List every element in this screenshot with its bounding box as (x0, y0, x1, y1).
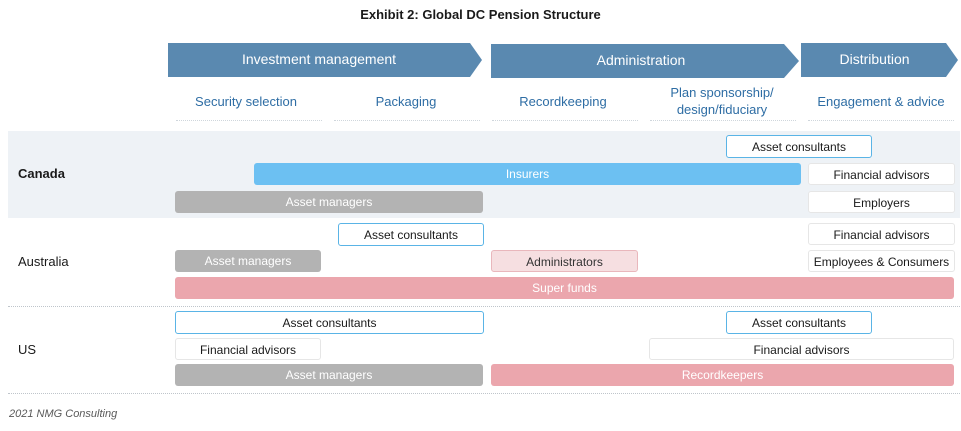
function-underline (650, 120, 796, 121)
function-underline (176, 120, 322, 121)
country-canada: Canada (18, 166, 65, 181)
canada-employers: Employers (808, 191, 955, 213)
us-asset-consultants-right: Asset consultants (726, 311, 872, 334)
investment-management-arrow (168, 43, 482, 77)
stage-arrows (168, 43, 958, 78)
canada-financial-advisors: Financial advisors (808, 163, 955, 185)
function-engagement-advice: Engagement & advice (817, 93, 945, 109)
us-financial-advisors-right: Financial advisors (649, 338, 954, 360)
stage-administration: Administration (596, 52, 686, 68)
canada-insurers: Insurers (254, 163, 801, 185)
distribution-arrow (801, 43, 958, 77)
stage-distribution: Distribution (839, 51, 910, 67)
function-packaging: Packaging (375, 93, 437, 109)
canada-asset-consultants: Asset consultants (726, 135, 872, 158)
country-australia: Australia (18, 254, 69, 269)
canada-asset-managers: Asset managers (175, 191, 483, 213)
row-divider (8, 393, 960, 394)
australia-administrators: Administrators (491, 250, 638, 272)
function-plan-sponsorship: Plan sponsorship/ design/fiduciary (670, 85, 774, 117)
function-recordkeeping: Recordkeeping (519, 93, 607, 109)
us-asset-managers: Asset managers (175, 364, 483, 386)
australia-employees-consumers: Employees & Consumers (808, 250, 955, 272)
footer-source: 2021 NMG Consulting (9, 408, 118, 420)
us-financial-advisors-left: Financial advisors (175, 338, 321, 360)
australia-financial-advisors: Financial advisors (808, 223, 955, 245)
row-divider (8, 306, 960, 307)
function-underline (334, 120, 480, 121)
stage-investment-management: Investment management (241, 51, 397, 67)
australia-asset-consultants: Asset consultants (338, 223, 484, 246)
function-underline (808, 120, 954, 121)
us-recordkeepers: Recordkeepers (491, 364, 954, 386)
australia-asset-managers: Asset managers (175, 250, 321, 272)
country-us: US (18, 342, 37, 357)
exhibit-title: Exhibit 2: Global DC Pension Structure (360, 7, 601, 22)
function-security-selection: Security selection (195, 93, 297, 109)
function-underline (492, 120, 638, 121)
australia-super-funds: Super funds (175, 277, 954, 299)
administration-arrow (491, 44, 799, 78)
us-asset-consultants-left: Asset consultants (175, 311, 484, 334)
